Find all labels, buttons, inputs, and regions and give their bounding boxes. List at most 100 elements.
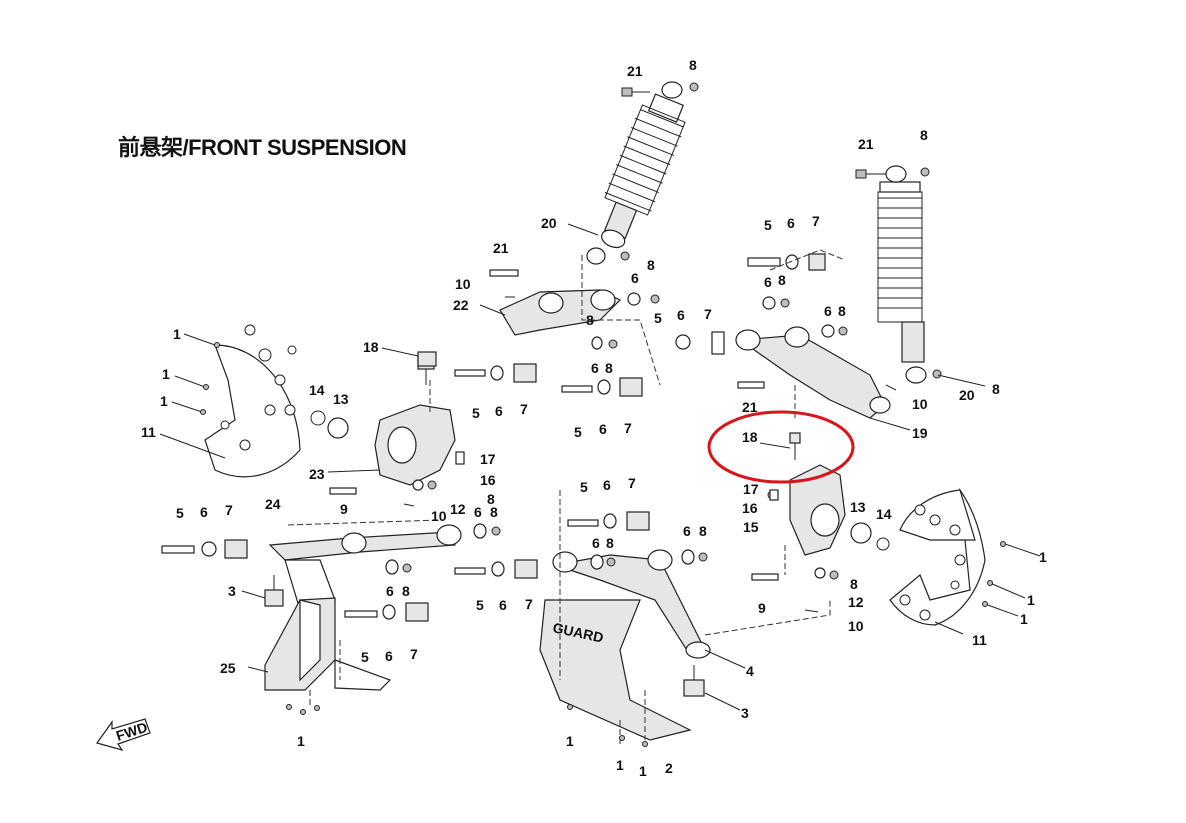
label-8: 8 <box>699 523 707 539</box>
label-10: 10 <box>912 396 928 412</box>
label-17: 17 <box>480 451 496 467</box>
label-16: 16 <box>742 500 758 516</box>
steering-knuckle-right[interactable] <box>767 464 890 556</box>
forward-direction-arrow: FWD <box>96 718 151 752</box>
brake-disc-right[interactable] <box>889 487 986 626</box>
label-1: 1 <box>162 366 170 382</box>
label-12: 12 <box>450 501 466 517</box>
label-8: 8 <box>838 303 846 319</box>
part-labels: 21 8 20 21 8 6 10 22 5 6 7 8 5 6 7 6 8 6… <box>141 57 1047 779</box>
label-1: 1 <box>639 763 647 779</box>
fwd-label: FWD <box>114 719 149 744</box>
label-6: 6 <box>599 421 607 437</box>
label-3: 3 <box>228 583 236 599</box>
bushing-stack-right-lower <box>454 511 708 579</box>
label-11: 11 <box>141 424 156 440</box>
label-10: 10 <box>848 618 864 634</box>
label-7: 7 <box>704 306 712 322</box>
label-6: 6 <box>603 477 611 493</box>
label-24: 24 <box>265 496 281 512</box>
label-1: 1 <box>1027 592 1035 608</box>
label-6: 6 <box>386 583 394 599</box>
label-23: 23 <box>309 466 325 482</box>
label-8: 8 <box>586 312 594 328</box>
label-5: 5 <box>654 310 662 326</box>
label-1: 1 <box>1020 611 1028 627</box>
label-6: 6 <box>683 523 691 539</box>
label-21: 21 <box>742 399 758 415</box>
label-11: 11 <box>972 632 987 648</box>
label-5: 5 <box>361 649 369 665</box>
label-1: 1 <box>173 326 181 342</box>
label-18: 18 <box>742 429 758 445</box>
label-1: 1 <box>566 733 574 749</box>
label-6: 6 <box>200 504 208 520</box>
ball-joint-upper-left[interactable] <box>417 351 437 367</box>
label-2: 2 <box>665 760 673 776</box>
label-7: 7 <box>410 646 418 662</box>
fasteners-misc <box>329 269 897 613</box>
label-10: 10 <box>455 276 471 292</box>
lower-a-arm-right[interactable] <box>552 549 711 659</box>
label-9: 9 <box>340 501 348 517</box>
shock-absorber-right[interactable] <box>855 165 942 384</box>
label-21: 21 <box>858 136 874 152</box>
label-8: 8 <box>647 257 655 273</box>
shock-mount-bolt <box>586 81 699 265</box>
ball-joint-lower-left[interactable] <box>264 575 284 607</box>
disc-bolts <box>200 342 1006 747</box>
label-21: 21 <box>627 63 643 79</box>
upper-a-arm-left[interactable] <box>499 289 660 336</box>
a-arm-guard-left[interactable] <box>264 597 392 691</box>
label-17: 17 <box>743 481 759 497</box>
label-20: 20 <box>959 387 975 403</box>
label-8: 8 <box>778 272 786 288</box>
label-1: 1 <box>297 733 305 749</box>
label-8: 8 <box>992 381 1000 397</box>
label-4: 4 <box>746 663 754 679</box>
label-7: 7 <box>525 596 533 612</box>
shock-absorber-left[interactable] <box>587 90 693 255</box>
label-8: 8 <box>920 127 928 143</box>
label-16: 16 <box>480 472 496 488</box>
label-8: 8 <box>606 535 614 551</box>
label-14: 14 <box>309 382 325 398</box>
label-5: 5 <box>476 597 484 613</box>
assembly-guide-lines <box>287 249 846 745</box>
label-7: 7 <box>624 420 632 436</box>
label-22: 22 <box>453 297 469 313</box>
lower-a-arm-left[interactable] <box>268 524 462 611</box>
label-6: 6 <box>824 303 832 319</box>
label-6: 6 <box>631 270 639 286</box>
label-8: 8 <box>487 491 495 507</box>
label-7: 7 <box>520 401 528 417</box>
highlight-ellipse-part-18 <box>707 410 855 484</box>
label-25: 25 <box>220 660 236 676</box>
bushing-stack-left-upper <box>454 336 643 397</box>
label-6: 6 <box>591 360 599 376</box>
leader-lines <box>159 223 1041 711</box>
upper-a-arm-right[interactable] <box>675 253 891 419</box>
label-6: 6 <box>592 535 600 551</box>
bushing-stack-left-lower <box>161 523 501 622</box>
diagram-title: 前悬架/FRONT SUSPENSION <box>118 135 407 160</box>
a-arm-guard-right[interactable]: GUARD <box>539 599 692 741</box>
ball-joint-lower-right[interactable] <box>683 665 705 697</box>
label-13: 13 <box>850 499 866 515</box>
label-9: 9 <box>758 600 766 616</box>
label-18: 18 <box>363 339 379 355</box>
label-6: 6 <box>499 597 507 613</box>
brake-disc-left[interactable] <box>204 324 301 478</box>
ball-joint-upper-right[interactable] <box>789 432 801 460</box>
label-1: 1 <box>1039 549 1047 565</box>
label-19: 19 <box>912 425 928 441</box>
label-6: 6 <box>495 403 503 419</box>
label-14: 14 <box>876 506 892 522</box>
label-5: 5 <box>472 405 480 421</box>
label-6: 6 <box>474 504 482 520</box>
label-6: 6 <box>385 648 393 664</box>
steering-knuckle-left[interactable] <box>310 354 456 486</box>
label-7: 7 <box>225 502 233 518</box>
label-7: 7 <box>812 213 820 229</box>
